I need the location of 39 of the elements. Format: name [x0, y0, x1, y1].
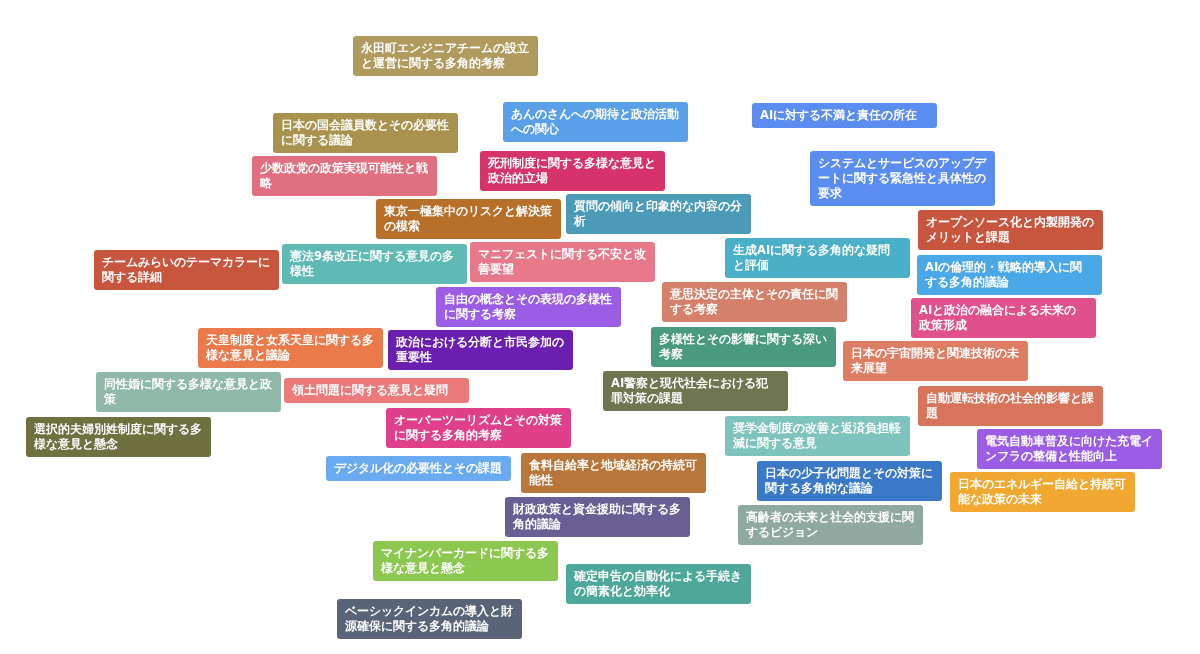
topic-label: 質問の傾向と印象的な内容の分析: [566, 194, 751, 234]
topic-label: 意思決定の主体とその責任に関する考察: [662, 282, 847, 322]
topic-label: 政治における分断と市民参加の重要性: [388, 330, 573, 370]
topic-label: AIと政治の融合による未来の政策形成: [911, 298, 1096, 338]
topic-label: AIに対する不満と責任の所在: [752, 103, 937, 128]
topic-label: 日本の少子化問題とその対策に関する多角的な議論: [757, 461, 942, 501]
topic-label: 同性婚に関する多様な意見と政策: [96, 372, 281, 412]
topic-label: 日本のエネルギー自給と持続可能な政策の未来: [950, 472, 1135, 512]
topic-label: 天皇制度と女系天皇に関する多様な意見と議論: [198, 328, 383, 368]
topic-label: 永田町エンジニアチームの設立と運営に関する多角的考察: [353, 36, 538, 76]
topic-label: 食料自給率と地域経済の持続可能性: [521, 453, 706, 493]
topic-label: 確定申告の自動化による手続きの簡素化と効率化: [566, 564, 751, 604]
topic-label: 東京一極集中のリスクと解決策の模索: [376, 199, 561, 239]
topic-label: 領土問題に関する意見と疑問: [284, 378, 469, 403]
topic-label: 財政政策と資金援助に関する多角的議論: [505, 497, 690, 537]
topic-label: マニフェストに関する不安と改善要望: [470, 242, 655, 282]
topic-label: 電気自動車普及に向けた充電インフラの整備と性能向上: [977, 429, 1162, 469]
topic-label: チームみらいのテーマカラーに関する詳細: [94, 250, 279, 290]
topic-label: 高齢者の未来と社会的支援に関するビジョン: [738, 505, 923, 545]
topic-label: あんのさんへの期待と政治活動への関心: [503, 102, 688, 142]
topic-label: 日本の国会議員数とその必要性に関する議論: [273, 113, 458, 153]
topic-label: AIの倫理的・戦略的導入に関する多角的議論: [917, 255, 1102, 295]
topic-label: 生成AIに関する多角的な疑問と評価: [725, 238, 910, 278]
topic-label: 死刑制度に関する多様な意見と政治的立場: [480, 151, 665, 191]
topic-label: 自由の概念とその表現の多様性に関する考察: [436, 287, 621, 327]
topic-label: 多様性とその影響に関する深い考察: [651, 327, 836, 367]
topic-label: 日本の宇宙開発と関連技術の未来展望: [843, 341, 1028, 381]
topic-label: 少数政党の政策実現可能性と戦略: [252, 156, 437, 196]
topic-label: 選択的夫婦別姓制度に関する多様な意見と懸念: [26, 417, 211, 457]
topic-label: 自動運転技術の社会的影響と課題: [918, 386, 1103, 426]
topic-label: オープンソース化と内製開発のメリットと課題: [918, 210, 1103, 250]
topic-label: 奨学金制度の改善と返済負担軽減に関する意見: [725, 416, 910, 456]
topic-label: 憲法9条改正に関する意見の多様性: [282, 244, 467, 284]
topic-label: デジタル化の必要性とその課題: [326, 456, 511, 481]
topic-label: AI警察と現代社会における犯罪対策の課題: [603, 371, 788, 411]
topic-label: マイナンバーカードに関する多様な意見と懸念: [373, 541, 558, 581]
topic-label: ベーシックインカムの導入と財源確保に関する多角的議論: [337, 599, 522, 639]
topic-label: システムとサービスのアップデートに関する緊急性と具体性の要求: [810, 151, 995, 206]
topic-label: オーバーツーリズムとその対策に関する多角的考察: [386, 408, 571, 448]
